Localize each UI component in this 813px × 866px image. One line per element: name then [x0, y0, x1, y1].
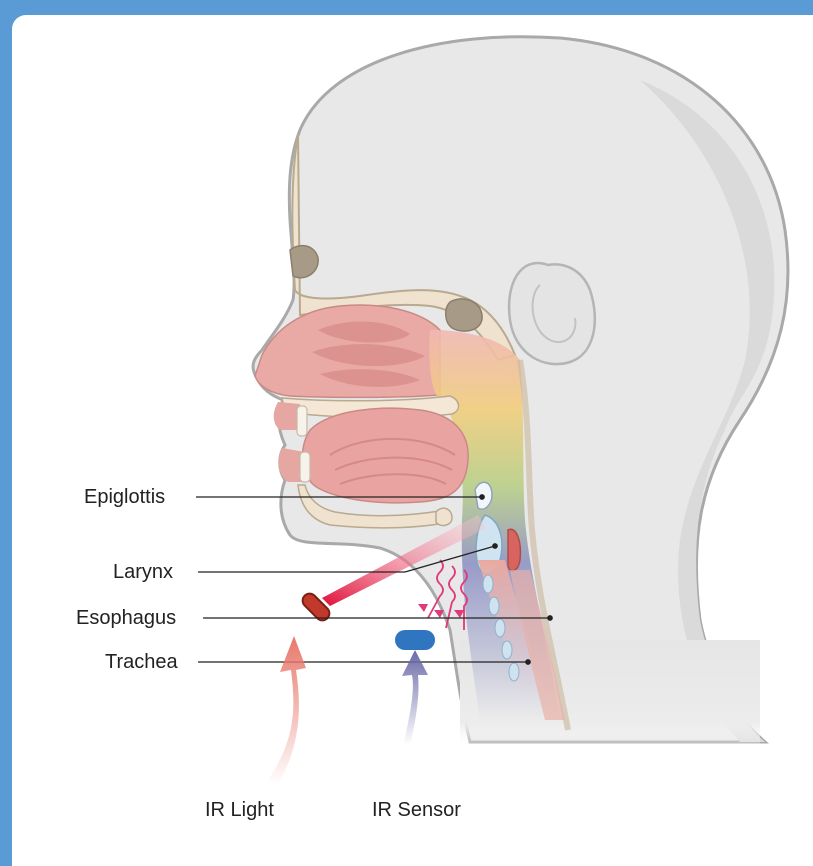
label-trachea: Trachea — [105, 650, 178, 674]
label-larynx: Larynx — [113, 560, 173, 584]
label-ir-sensor: IR Sensor — [372, 798, 461, 822]
sphenoid-sinus — [446, 299, 482, 331]
label-esophagus: Esophagus — [76, 606, 176, 630]
upper-lip — [274, 402, 300, 430]
ir-sensor — [395, 630, 435, 650]
tongue — [302, 408, 468, 503]
label-ir-light: IR Light — [205, 798, 274, 822]
label-epiglottis: Epiglottis — [84, 485, 165, 509]
ir-sensor-arrow — [402, 650, 428, 745]
ir-light-arrow — [268, 636, 306, 785]
ear — [509, 263, 595, 364]
